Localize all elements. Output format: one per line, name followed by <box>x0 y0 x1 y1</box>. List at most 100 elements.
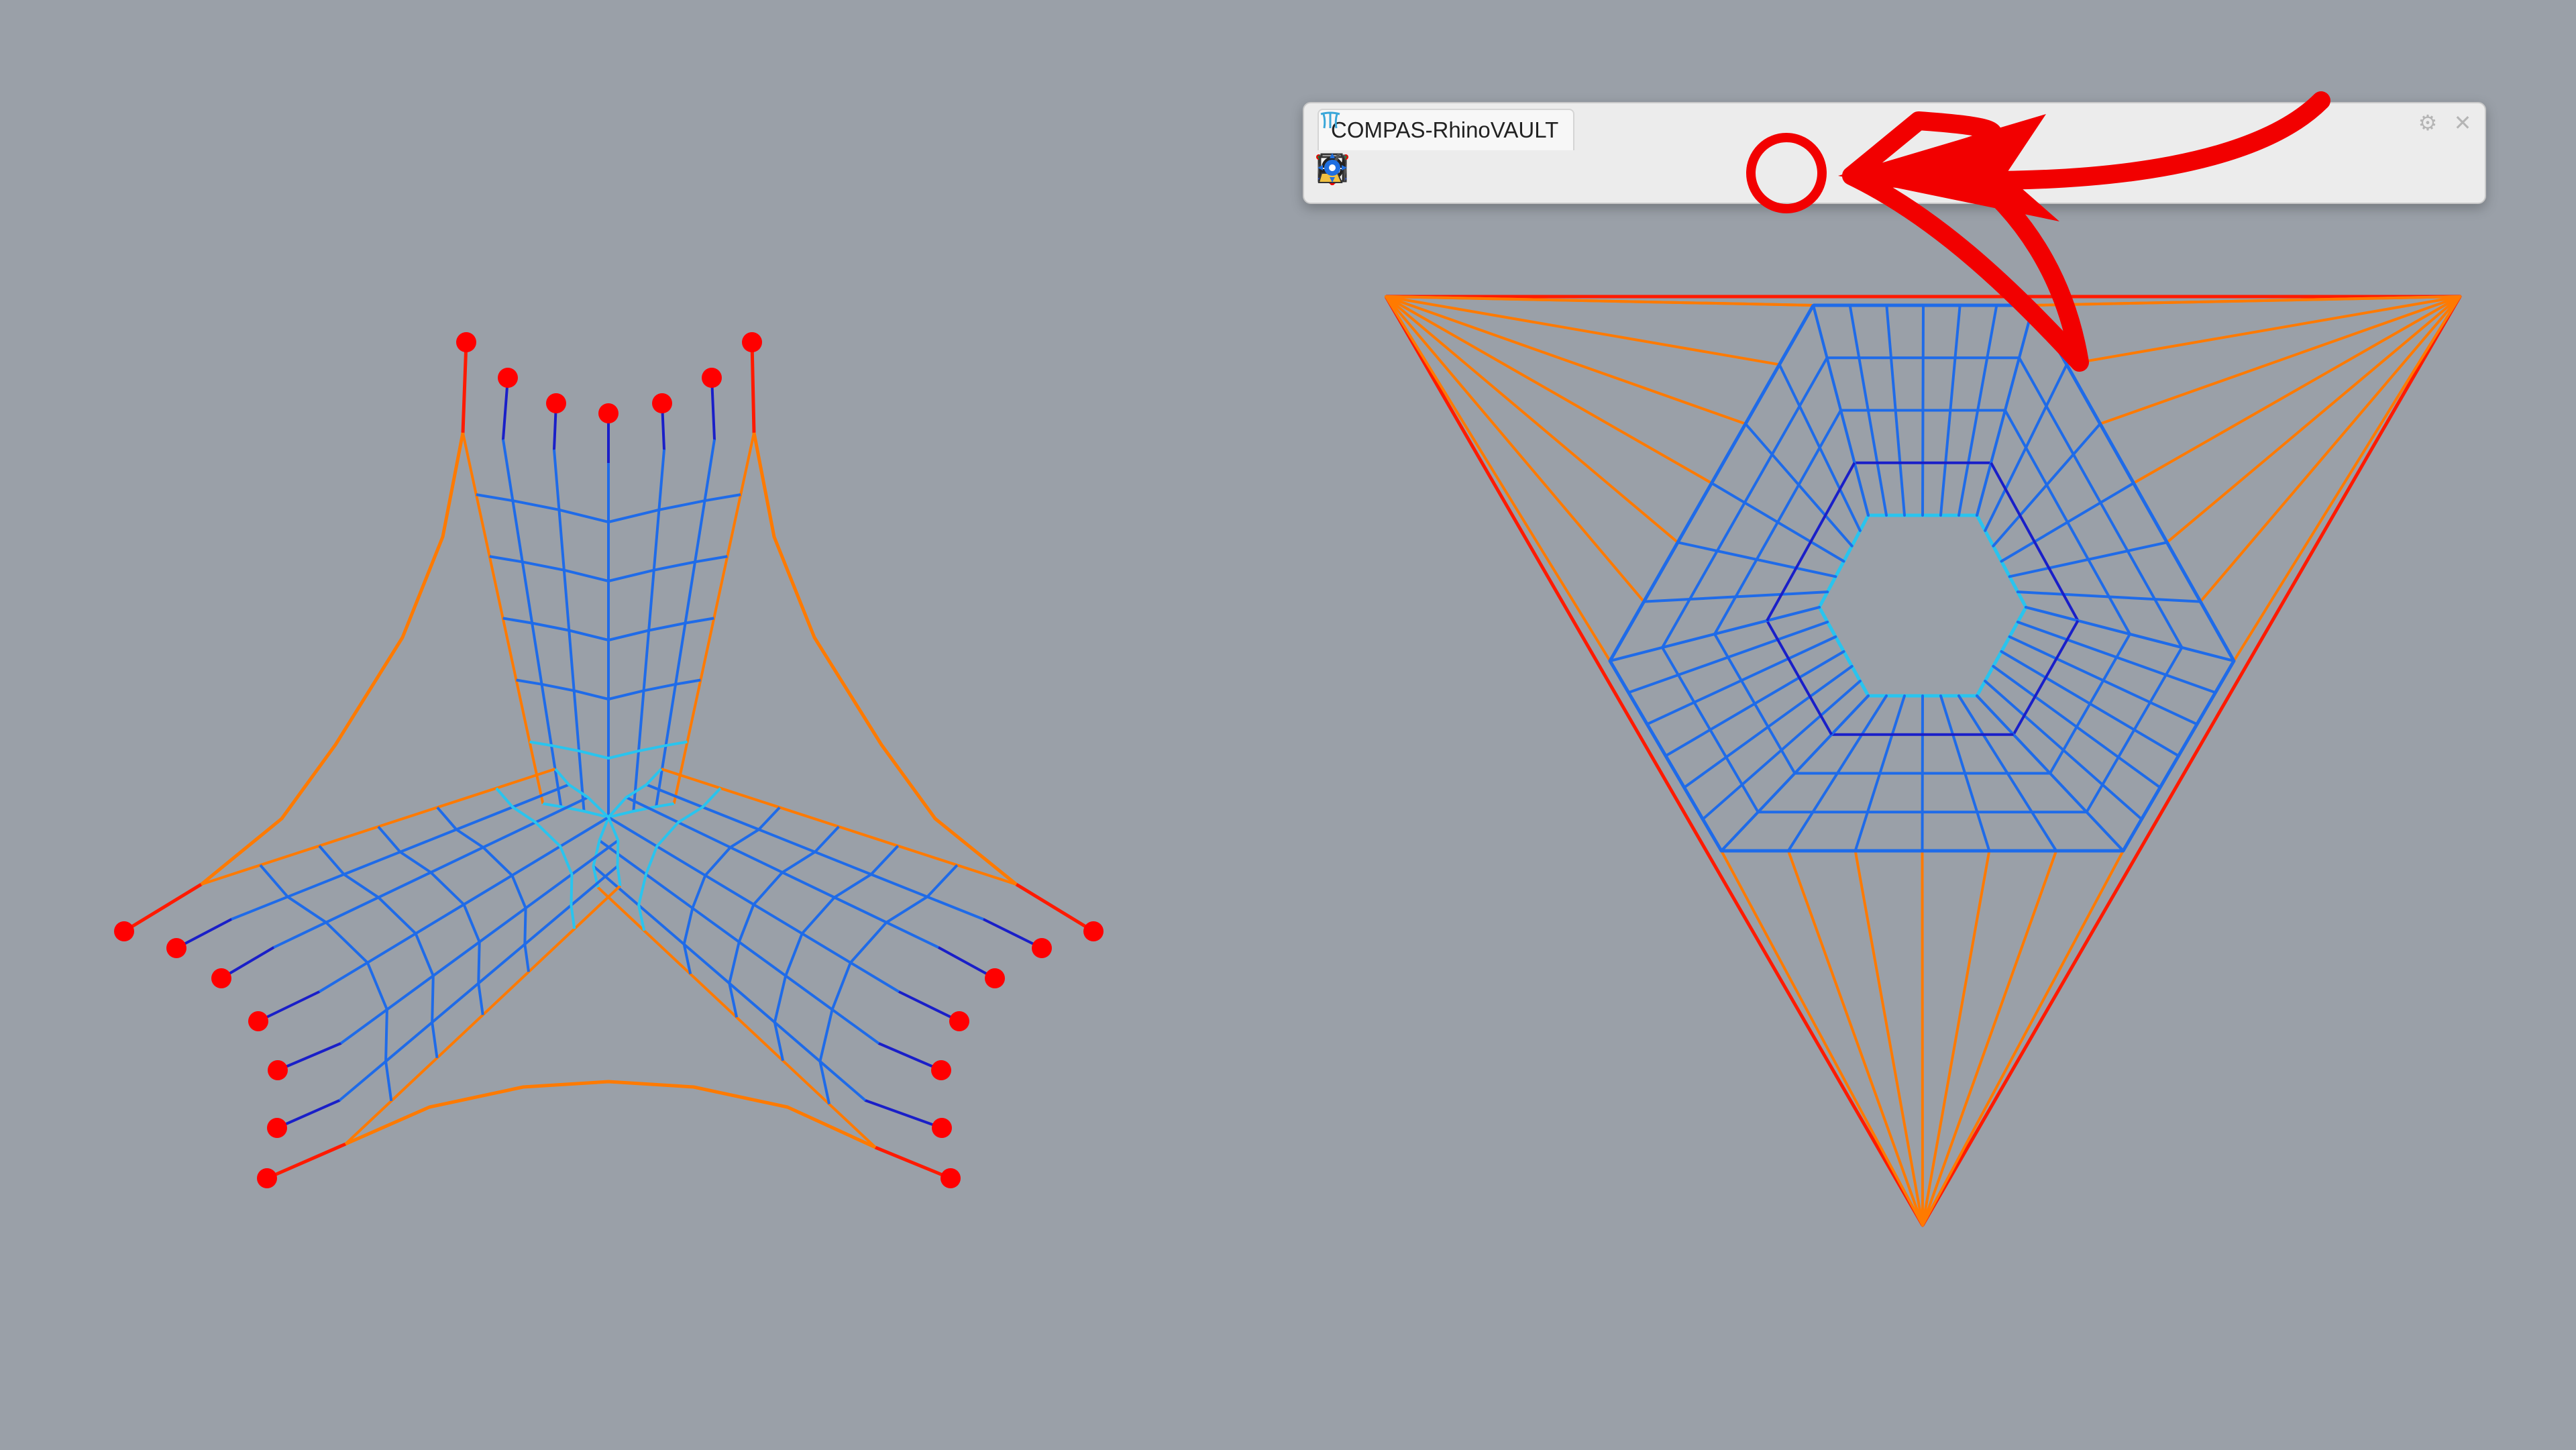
force-edge[interactable] <box>1854 849 1924 1227</box>
anchor-vertex[interactable] <box>598 403 619 423</box>
form-edge[interactable] <box>502 376 509 441</box>
form-edge[interactable] <box>818 864 959 1104</box>
force-edge[interactable] <box>2199 295 2461 603</box>
anchor-vertex[interactable] <box>268 1060 288 1080</box>
force-edge[interactable] <box>1385 295 1679 544</box>
form-edge[interactable] <box>982 918 1043 949</box>
form-edge[interactable] <box>682 806 781 975</box>
force-edge[interactable] <box>1990 462 2080 621</box>
force-edge[interactable] <box>2098 295 2461 425</box>
form-edge[interactable] <box>710 376 716 441</box>
force-edge[interactable] <box>1661 646 1760 813</box>
anchor-vertex[interactable] <box>652 393 672 413</box>
force-edge[interactable] <box>2233 295 2461 662</box>
form-edge[interactable] <box>276 1042 342 1072</box>
form-edge[interactable] <box>516 678 701 701</box>
force-edge[interactable] <box>1713 409 1842 635</box>
form-edge[interactable] <box>937 946 996 980</box>
anchor-vertex[interactable] <box>1083 921 1104 941</box>
force-edge[interactable] <box>1385 295 1747 425</box>
force-edge[interactable] <box>2165 295 2461 544</box>
force-edge[interactable] <box>1766 620 1833 735</box>
anchor-vertex[interactable] <box>257 1168 277 1188</box>
anchor-vertex[interactable] <box>211 968 231 988</box>
anchor-vertex[interactable] <box>949 1011 969 1031</box>
form-edge[interactable] <box>220 946 275 980</box>
rhinovault-toolbar[interactable]: COMPAS-RhinoVAULT ⚙ ✕ RV <box>1303 102 2486 204</box>
force-edge[interactable] <box>1385 295 1713 484</box>
form-edge[interactable] <box>259 864 393 1102</box>
form-edge[interactable] <box>728 825 840 1018</box>
force-edge[interactable] <box>1720 849 1924 1227</box>
form-boundary[interactable] <box>752 432 1018 886</box>
force-edge[interactable] <box>2049 633 2131 774</box>
toolbar-tab[interactable]: COMPAS-RhinoVAULT <box>1318 109 1575 150</box>
gear-icon[interactable]: ⚙ <box>2418 111 2438 135</box>
anchor-vertex[interactable] <box>931 1060 951 1080</box>
force-edge[interactable] <box>2004 409 2131 635</box>
force-edge[interactable] <box>1921 849 2058 1227</box>
force-edge[interactable] <box>1385 295 1781 366</box>
force-edge[interactable] <box>1385 295 1815 307</box>
form-edge[interactable] <box>750 340 756 435</box>
form-edge[interactable] <box>377 825 484 1015</box>
annotation-arrow-stroke <box>1842 91 2330 372</box>
force-edge[interactable] <box>2012 620 2080 735</box>
force-edge[interactable] <box>1786 849 1924 1227</box>
force-boundary[interactable] <box>1384 295 2462 1227</box>
anchor-vertex[interactable] <box>166 938 186 958</box>
form-edge[interactable] <box>864 1099 943 1129</box>
form-edge[interactable] <box>898 990 961 1023</box>
force-edge[interactable] <box>1766 462 1856 621</box>
anchor-vertex[interactable] <box>248 1011 268 1031</box>
form-edge[interactable] <box>1014 882 1095 933</box>
force-edge[interactable] <box>1385 295 1611 662</box>
form-boundary[interactable] <box>344 1080 877 1149</box>
force-edge[interactable] <box>1921 849 2125 1227</box>
form-edge[interactable] <box>529 740 688 760</box>
force-edge[interactable] <box>1661 357 1829 648</box>
force-edge[interactable] <box>2065 295 2461 366</box>
anchor-vertex[interactable] <box>267 1118 287 1138</box>
anchor-vertex[interactable] <box>932 1118 952 1138</box>
form-edge[interactable] <box>502 617 714 641</box>
form-edge[interactable] <box>461 340 468 435</box>
force-edge[interactable] <box>1921 849 1991 1227</box>
force-edge[interactable] <box>1713 633 1796 774</box>
anchor-vertex[interactable] <box>941 1168 961 1188</box>
anchor-vertex[interactable] <box>985 968 1005 988</box>
form-edge[interactable] <box>877 1042 943 1072</box>
toolbar-title: COMPAS-RhinoVAULT <box>1331 117 1559 142</box>
anchor-vertex[interactable] <box>114 921 134 941</box>
anchor-vertex[interactable] <box>742 332 762 352</box>
anchor-vertex[interactable] <box>1032 938 1052 958</box>
anchor-vertex[interactable] <box>498 368 518 388</box>
form-edge[interactable] <box>495 787 576 929</box>
form-edge[interactable] <box>489 555 728 582</box>
form-edge[interactable] <box>637 787 722 931</box>
form-edge[interactable] <box>436 807 531 972</box>
anchor-vertex[interactable] <box>702 368 722 388</box>
form-edge[interactable] <box>773 845 900 1061</box>
force-edge[interactable] <box>1385 295 1646 603</box>
form-edge[interactable] <box>318 845 439 1058</box>
form-edge[interactable] <box>175 918 233 949</box>
anchor-vertex[interactable] <box>546 393 566 413</box>
anchor-vertex[interactable] <box>456 332 476 352</box>
form-boundary[interactable] <box>200 432 465 886</box>
close-icon[interactable]: ✕ <box>2453 111 2472 135</box>
form-edge[interactable] <box>476 493 741 523</box>
force-edge[interactable] <box>2085 646 2184 813</box>
settings-button[interactable] <box>1318 150 2385 197</box>
form-edge[interactable] <box>257 990 321 1023</box>
force-edge[interactable] <box>2132 295 2461 484</box>
form-edge[interactable] <box>873 1145 953 1180</box>
form-edge[interactable] <box>122 882 203 933</box>
force-edge[interactable] <box>2018 357 2184 648</box>
force-edge[interactable] <box>2032 295 2461 307</box>
form-edge[interactable] <box>276 1099 341 1129</box>
form-edge[interactable] <box>265 1142 347 1180</box>
